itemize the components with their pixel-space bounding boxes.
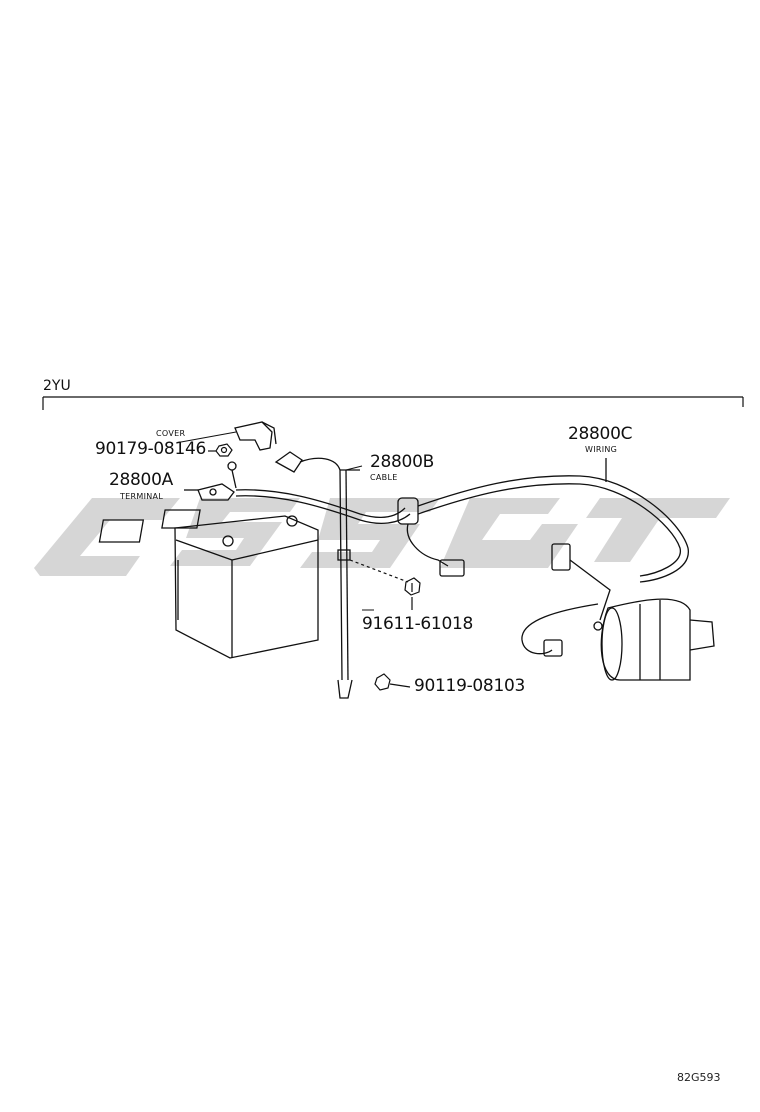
frame-bracket [42, 396, 744, 410]
nut-part [208, 443, 233, 457]
part-number-90179-08146: 90179-08146 [95, 439, 206, 459]
watermark [34, 498, 730, 576]
part-number-28800C: 28800C [568, 424, 633, 444]
cable-label: CABLE [370, 473, 398, 482]
terminal-label: TERMINAL [120, 492, 164, 501]
part-number-28800A: 28800A [109, 470, 173, 490]
terminal-part [184, 461, 237, 501]
leader-lines [180, 431, 374, 611]
battery [98, 509, 319, 659]
cover-part [234, 421, 277, 451]
cable-part [235, 451, 411, 699]
bolt-part [374, 673, 411, 691]
starter-motor [600, 598, 715, 681]
wiring-part [397, 458, 689, 657]
wiring-label: WIRING [585, 445, 618, 454]
clamp-bolt-part [349, 559, 421, 610]
part-number-90119-08103: 90119-08103 [414, 676, 525, 696]
drawing-code: 82G593 [677, 1071, 721, 1084]
part-number-91611-61018: 91611-61018 [362, 614, 473, 634]
model-label: 2YU [43, 378, 71, 394]
part-number-28800B: 28800B [370, 452, 434, 472]
cover-label: COVER [156, 429, 186, 438]
